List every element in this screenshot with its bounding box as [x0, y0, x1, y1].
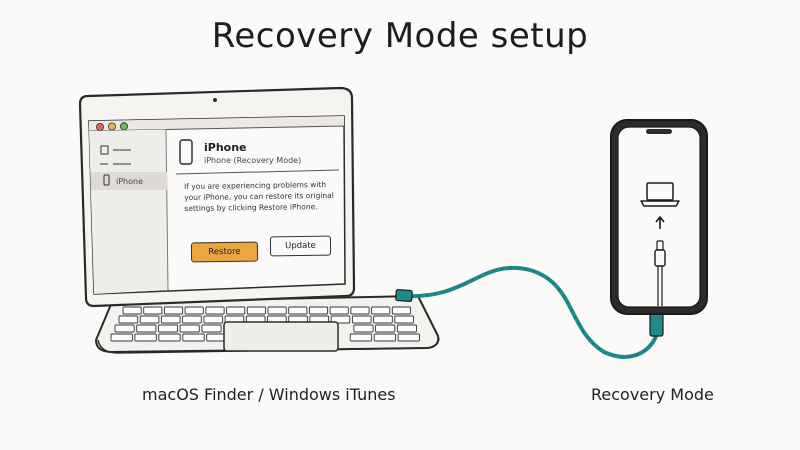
keyboard-key	[351, 315, 372, 324]
keyboard-key	[182, 333, 205, 342]
phone-connector	[649, 313, 664, 337]
keyboard-key	[330, 315, 351, 324]
notch	[646, 129, 672, 134]
laptop-icon	[640, 182, 680, 207]
zoom-window-icon[interactable]	[120, 122, 129, 131]
device-name: iPhone	[204, 141, 247, 154]
keyboard-key	[397, 333, 420, 342]
keyboard-key	[267, 306, 287, 315]
keyboard-key	[396, 324, 417, 333]
keyboard-key	[203, 315, 224, 324]
keyboard-key	[350, 306, 370, 315]
keyboard-key	[160, 315, 181, 324]
lightning-connector-icon	[654, 240, 666, 306]
keyboard-key	[182, 315, 202, 324]
keyboard-key	[143, 306, 163, 315]
keyboard-key	[201, 324, 222, 333]
device-status: iPhone (Recovery Mode)	[204, 156, 302, 165]
keyboard-key	[288, 306, 308, 315]
keyboard-key	[139, 315, 160, 324]
usb-cable	[395, 265, 664, 359]
device-phone-icon	[179, 139, 193, 165]
keyboard-key	[394, 315, 414, 324]
trackpad	[223, 321, 339, 352]
keyboard-key	[373, 315, 393, 324]
keyboard-key	[157, 324, 179, 333]
keyboard-key	[118, 315, 139, 324]
keyboard-key	[134, 333, 157, 342]
keyboard-key	[373, 333, 397, 342]
keyboard-key	[184, 306, 204, 315]
keyboard-key	[158, 333, 181, 342]
computer-caption: macOS Finder / Windows iTunes	[142, 385, 396, 404]
sidebar-phone-icon	[103, 174, 110, 186]
keyboard-key	[110, 333, 133, 342]
webcam-icon	[213, 98, 217, 102]
keyboard-key	[329, 306, 349, 315]
usb-connector	[395, 288, 413, 303]
keyboard-key	[391, 306, 411, 315]
page-title: Recovery Mode setup	[211, 16, 589, 56]
close-window-icon[interactable]	[96, 123, 105, 132]
iphone-device	[610, 119, 708, 315]
keyboard-key	[179, 324, 200, 333]
keyboard-key	[375, 324, 396, 333]
keyboard-key	[205, 306, 225, 315]
restore-message: If you are experiencing problems with yo…	[184, 180, 334, 213]
phone-caption: Recovery Mode	[591, 385, 714, 404]
folder-icon	[100, 145, 109, 155]
arrow-up-icon	[655, 216, 665, 229]
keyboard-key	[226, 306, 246, 315]
sidebar-item-iphone[interactable]	[91, 172, 167, 190]
keyboard-key	[163, 306, 184, 315]
keyboard-key	[246, 306, 266, 315]
keyboard	[110, 306, 420, 342]
keyboard-key	[136, 324, 157, 333]
sidebar-item-label[interactable]: iPhone	[116, 177, 144, 186]
keyboard-key	[308, 306, 329, 315]
keyboard-key	[349, 333, 373, 342]
keyboard-key	[353, 324, 374, 333]
keyboard-key	[122, 306, 142, 315]
update-button[interactable]: Update	[269, 235, 332, 257]
keyboard-key	[371, 306, 391, 315]
keyboard-key	[114, 324, 135, 333]
restore-button[interactable]: Restore	[190, 241, 259, 263]
minimize-window-icon[interactable]	[108, 122, 117, 131]
